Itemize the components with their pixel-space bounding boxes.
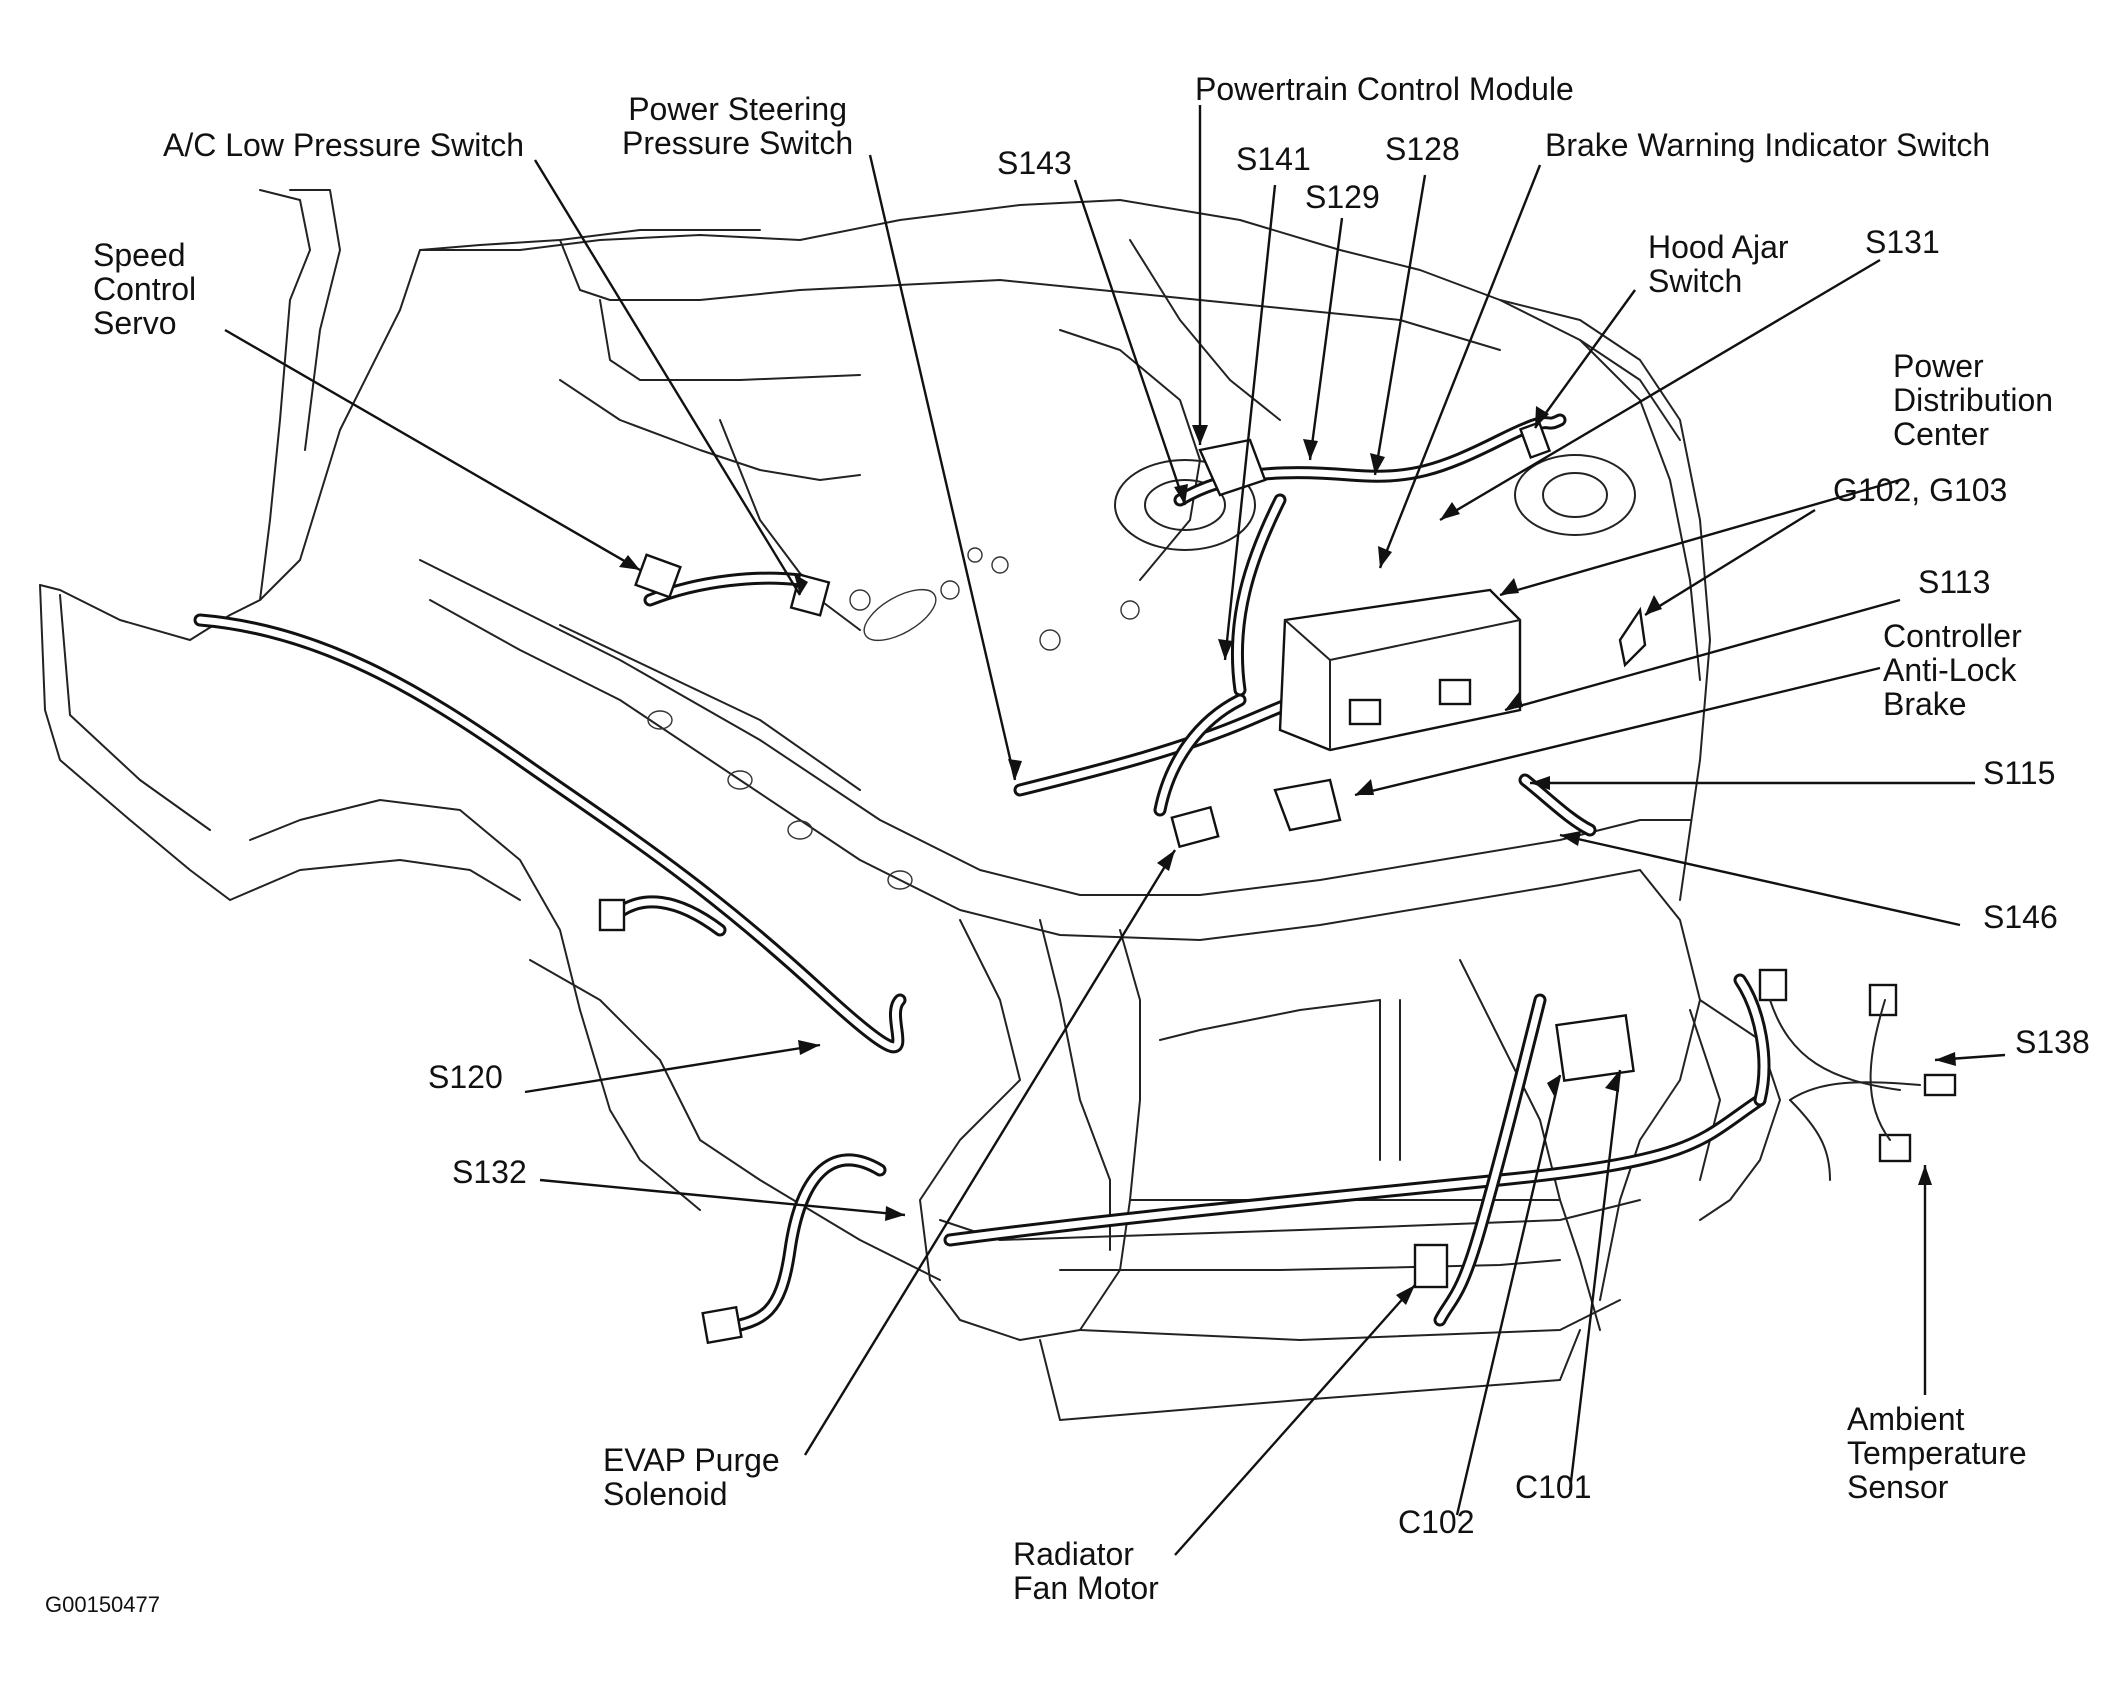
label-radiator-fan-motor: Radiator Fan Motor <box>1013 1536 1159 1606</box>
label-evap-purge-solenoid: EVAP Purge Solenoid <box>603 1442 780 1512</box>
label-s113: S113 <box>1918 564 1991 600</box>
label-brake-warning-indicator-switch: Brake Warning Indicator Switch <box>1545 127 1991 163</box>
label-s115: S115 <box>1983 755 2056 791</box>
label-s120: S120 <box>428 1059 503 1095</box>
label-ac-low-pressure-switch: A/C Low Pressure Switch <box>163 127 525 163</box>
label-power-steering-pressure-switch: Power Steering Pressure Switch <box>622 91 854 161</box>
label-s141: S141 <box>1236 141 1311 177</box>
label-c102: C102 <box>1398 1504 1475 1540</box>
label-s128: S128 <box>1385 131 1460 167</box>
label-speed-control-servo: Speed Control Servo <box>93 237 197 341</box>
label-s143: S143 <box>997 145 1072 181</box>
figure-id: G00150477 <box>45 1592 160 1617</box>
label-s146: S146 <box>1983 899 2058 935</box>
label-controller-anti-lock-brake: Controller Anti-Lock Brake <box>1883 618 2022 722</box>
label-powertrain-control-module: Powertrain Control Module <box>1195 71 1574 107</box>
label-s132: S132 <box>452 1154 527 1190</box>
label-power-distribution-center: Power Distribution Center <box>1893 348 2054 452</box>
label-s138: S138 <box>2015 1024 2090 1060</box>
label-s131: S131 <box>1865 224 1940 260</box>
label-hood-ajar-switch: Hood Ajar Switch <box>1648 229 1789 299</box>
body-structure <box>39 189 1781 1421</box>
label-c101: C101 <box>1515 1469 1592 1505</box>
components <box>598 420 1957 1345</box>
leader-lines <box>224 105 2006 1556</box>
label-g102-g103: G102, G103 <box>1833 472 2008 508</box>
label-s129: S129 <box>1305 179 1380 215</box>
label-ambient-temperature-sensor: Ambient Temperature Sensor <box>1847 1401 2027 1505</box>
